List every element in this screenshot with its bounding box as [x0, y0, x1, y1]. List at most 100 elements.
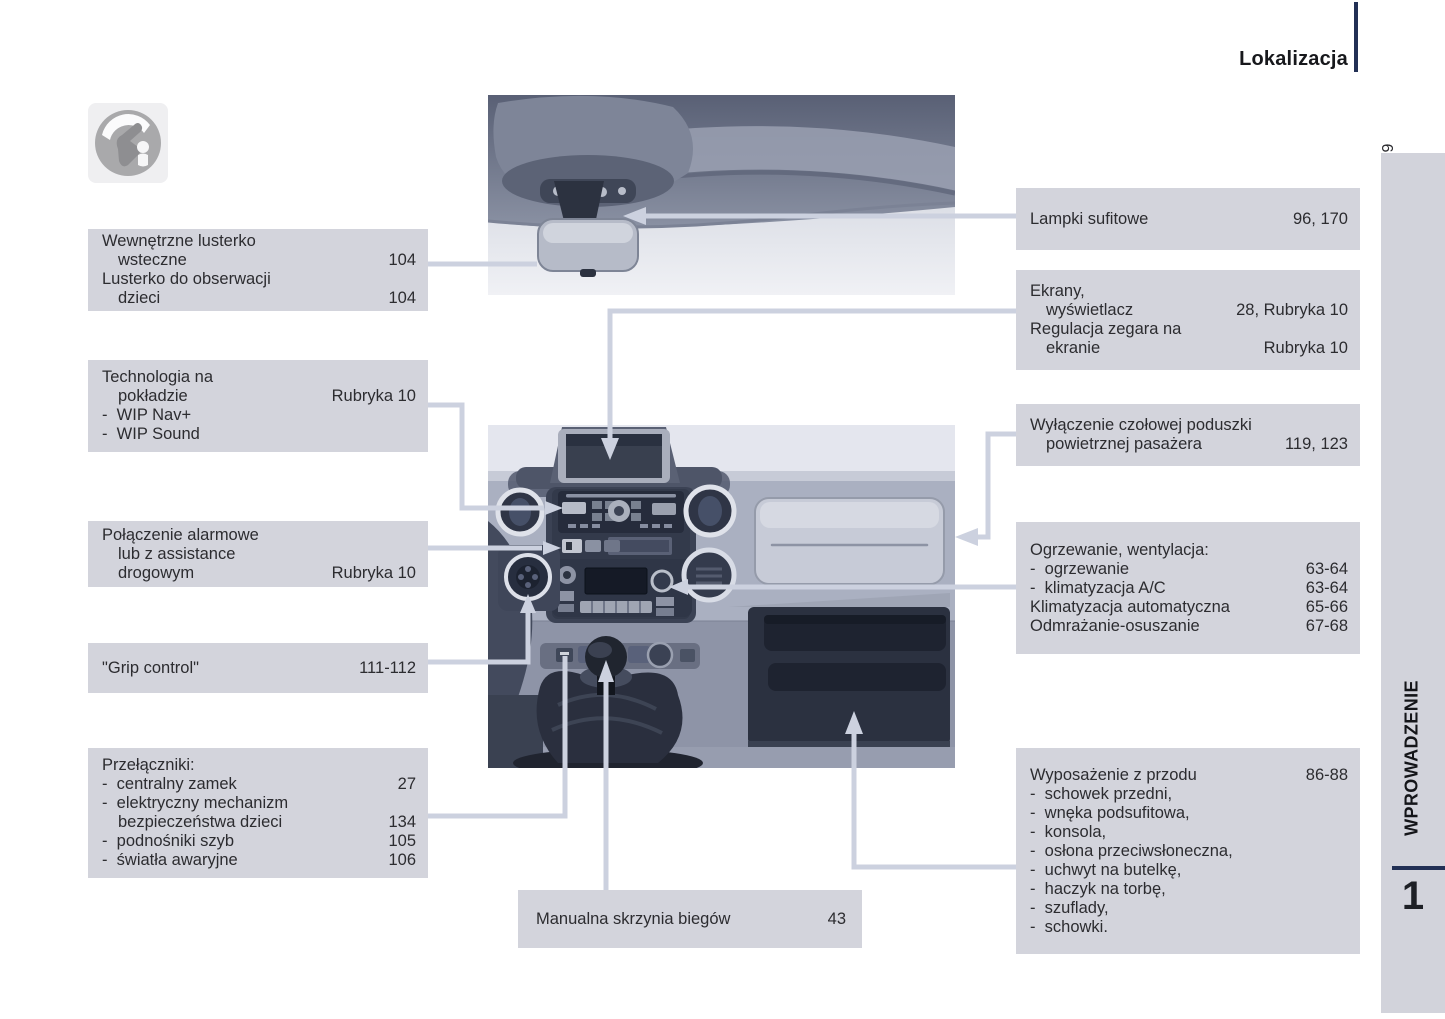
callout-label: - ogrzewanie: [1030, 559, 1130, 578]
callout-ceiling-lamps: Lampki sufitowe 96, 170: [1016, 188, 1360, 250]
callout-row: - schowek przedni,: [1030, 785, 1348, 804]
callout-page-ref: 96, 170: [1292, 209, 1348, 228]
pictogram-graphic: [95, 110, 161, 176]
title-rule: [1354, 2, 1358, 72]
callout-label: Wyłączenie czołowej poduszki powietrznej…: [1030, 416, 1252, 453]
callout-page-ref: 63-64: [1305, 559, 1348, 578]
headliner-photo: [488, 95, 955, 295]
callout-row: - uchwyt na butelkę,: [1030, 861, 1348, 880]
callout-label: "Grip control": [102, 658, 199, 677]
callout-row: - podnośniki szyb 105: [102, 832, 416, 851]
callout-label: Ekrany, wyświetlacz: [1030, 282, 1134, 319]
callout-page-ref: 65-66: [1305, 597, 1348, 616]
callout-label: Technologia na pokładzie: [102, 368, 214, 405]
callout-label: Regulacja zegara na ekranie: [1030, 320, 1182, 357]
page-number: 9: [1380, 143, 1397, 153]
callout-row: Przełączniki:: [102, 756, 416, 775]
callout-page-ref: 134: [388, 813, 416, 831]
callout-row: Klimatyzacja automatyczna 65-66: [1030, 598, 1348, 617]
chapter-rule: [1392, 866, 1445, 870]
gear-knob: [585, 636, 627, 678]
callout-label: Przełączniki:: [102, 756, 195, 774]
callout-row: - klimatyzacja A/C 63-64: [1030, 579, 1348, 598]
hands-on-steering-wheel-icon: [88, 103, 168, 183]
callout-row: - WIP Nav+: [102, 406, 416, 425]
callout-interior-mirrors: Wewnętrzne lusterko wsteczne 104 Lusterko…: [88, 229, 428, 311]
callout-label: Lusterko do obserwacji dzieci: [102, 270, 271, 307]
callout-row: Wyłączenie czołowej poduszki powietrznej…: [1030, 416, 1348, 454]
callout-label: - haczyk na torbę,: [1030, 879, 1166, 898]
callout-page-ref: Rubryka 10: [1263, 339, 1348, 357]
callout-row: Wyposażenie z przodu 86-88: [1030, 766, 1348, 785]
callout-label: Klimatyzacja automatyczna: [1030, 597, 1230, 616]
callout-page-ref: 28, Rubryka 10: [1236, 301, 1348, 319]
arrow-airbag: [955, 528, 978, 546]
callout-page-ref: 86-88: [1305, 765, 1348, 784]
callout-page-ref: 63-64: [1305, 578, 1348, 597]
callout-page-ref: Rubryka 10: [331, 563, 416, 582]
callout-row: Manualna skrzynia biegów 43: [536, 910, 846, 929]
callout-page-ref: 104: [388, 251, 416, 269]
callout-label: Połączenie alarmowe lub z assistance dro…: [102, 525, 259, 582]
callout-row: Lampki sufitowe 96, 170: [1030, 210, 1348, 229]
callout-label: Wewnętrzne lusterko wsteczne: [102, 232, 256, 269]
callout-page-ref: 106: [388, 851, 416, 869]
callout-switches: Przełączniki: - centralny zamek 27 - elek…: [88, 748, 428, 878]
callout-row: - szuflady,: [1030, 899, 1348, 918]
callout-row: - osłona przeciwsłoneczna,: [1030, 842, 1348, 861]
callout-row: Ekrany, wyświetlacz 28, Rubryka 10: [1030, 282, 1348, 320]
callout-label: - podnośniki szyb: [102, 832, 235, 850]
callout-label: - światła awaryjne: [102, 851, 238, 869]
callout-page-ref: Rubryka 10: [331, 387, 416, 405]
callout-row: - centralny zamek 27: [102, 775, 416, 794]
callout-row: Wewnętrzne lusterko wsteczne 104: [102, 232, 416, 270]
callout-page-ref: 111-112: [359, 658, 416, 677]
callout-page-ref: 67-68: [1305, 616, 1348, 635]
chapter-section-label: WPROWADZENIE: [1401, 680, 1422, 836]
callout-row: - haczyk na torbę,: [1030, 880, 1348, 899]
chapter-number: 1: [1401, 874, 1425, 918]
callout-heating-ventilation: Ogrzewanie, wentylacja: - ogrzewanie 63-6…: [1016, 522, 1360, 654]
callout-grip-control: "Grip control" 111-112: [88, 643, 428, 693]
callout-label: Manualna skrzynia biegów: [536, 909, 731, 928]
page-title: Lokalizacja: [1239, 48, 1348, 70]
callout-row: Połączenie alarmowe lub z assistance dro…: [102, 526, 416, 583]
callout-row: Ogrzewanie, wentylacja:: [1030, 541, 1348, 560]
callout-manual-gearbox: Manualna skrzynia biegów 43: [518, 890, 862, 948]
callout-label: Odmrażanie-osuszanie: [1030, 616, 1200, 635]
callout-label: - WIP Nav+: [102, 406, 192, 424]
callout-label: - klimatyzacja A/C: [1030, 578, 1166, 597]
callout-row: - ogrzewanie 63-64: [1030, 560, 1348, 579]
callout-row: - elektryczny mechanizm bezpieczeństwa d…: [102, 794, 416, 832]
callout-page-ref: 43: [827, 909, 846, 928]
callout-label: - schowek przedni,: [1030, 784, 1173, 803]
heating-knob: [650, 569, 674, 593]
callout-row: "Grip control" 111-112: [102, 659, 416, 678]
callout-row: - wnęka podsufitowa,: [1030, 804, 1348, 823]
callout-page-ref: 27: [397, 775, 416, 793]
callout-label: - WIP Sound: [102, 425, 200, 443]
callout-label: - uchwyt na butelkę,: [1030, 860, 1182, 879]
callout-screens-display: Ekrany, wyświetlacz 28, Rubryka 10 Regula…: [1016, 270, 1360, 370]
callout-row: Odmrażanie-osuszanie 67-68: [1030, 617, 1348, 636]
mirror-stem: [554, 181, 604, 229]
callout-row: - konsola,: [1030, 823, 1348, 842]
callout-label: - osłona przeciwsłoneczna,: [1030, 841, 1233, 860]
callout-label: - wnęka podsufitowa,: [1030, 803, 1190, 822]
callout-label: - centralny zamek: [102, 775, 237, 793]
callout-front-equipment: Wyposażenie z przodu 86-88 - schowek prze…: [1016, 748, 1360, 954]
callout-page-ref: 105: [388, 832, 416, 850]
callout-passenger-airbag: Wyłączenie czołowej poduszki powietrznej…: [1016, 404, 1360, 466]
callout-label: - schowki.: [1030, 917, 1108, 936]
callout-label: - elektryczny mechanizm bezpieczeństwa d…: [102, 794, 289, 831]
callout-label: Wyposażenie z przodu: [1030, 765, 1197, 784]
callout-label: Lampki sufitowe: [1030, 209, 1149, 228]
callout-row: - światła awaryjne 106: [102, 851, 416, 870]
callout-label: Ogrzewanie, wentylacja:: [1030, 540, 1209, 559]
callout-row: - WIP Sound: [102, 425, 416, 444]
